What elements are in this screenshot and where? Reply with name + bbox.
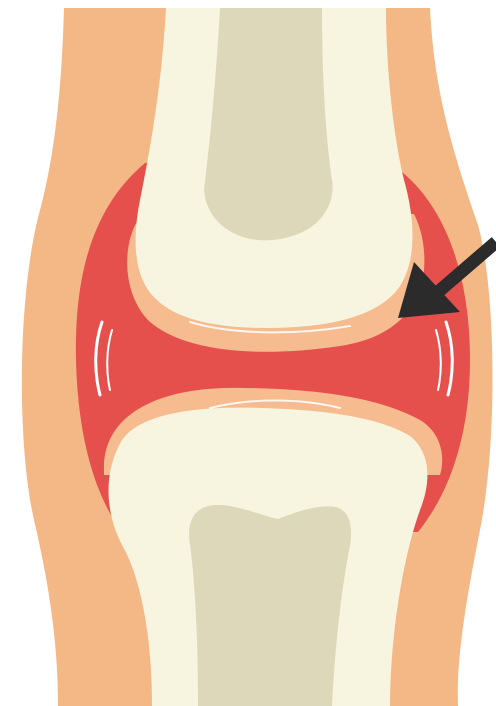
lower-bone-marrow bbox=[189, 505, 351, 706]
upper-bone-marrow bbox=[204, 8, 333, 240]
